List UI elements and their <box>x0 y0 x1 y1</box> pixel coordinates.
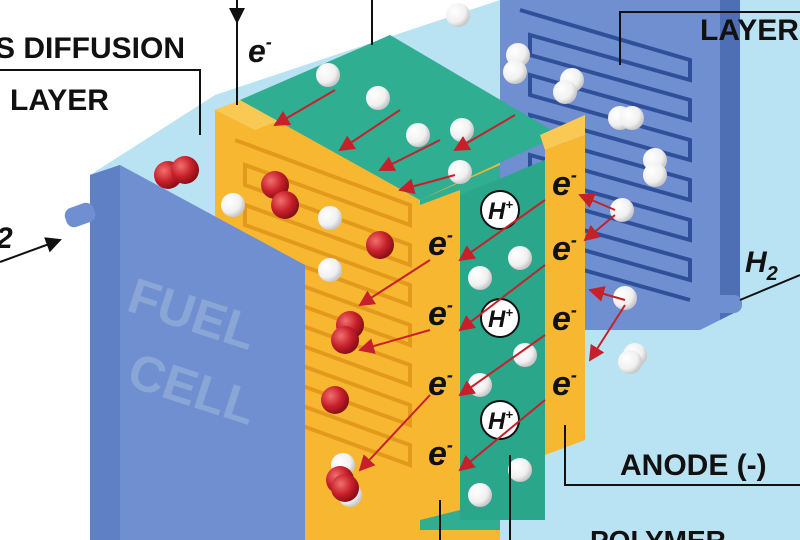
oxygen-inlet: 2 <box>0 222 62 263</box>
electron-label: e- <box>428 435 453 473</box>
top-right-callout: LAYER <box>619 11 800 65</box>
electron-label: e- <box>428 365 453 403</box>
electron-flow-arrows <box>273 89 626 472</box>
hydrogen-molecule-icon <box>468 483 492 507</box>
proton-icon: H+ <box>480 298 520 338</box>
oxygen-molecule-icon <box>321 386 349 414</box>
electron-label: e- <box>428 225 453 263</box>
external-circuit-top: e- <box>229 0 373 105</box>
hydrogen-molecule-icon <box>221 193 245 217</box>
hydrogen-molecule-icon <box>448 160 472 184</box>
electron-label: e- <box>552 365 577 403</box>
electron-labels: e-e-e-e-e-e-e-e- <box>428 165 577 473</box>
flow-arrow <box>458 199 546 262</box>
flow-arrow <box>398 174 456 195</box>
flow-arrow <box>458 264 546 332</box>
proton-icon: H+ <box>480 400 520 440</box>
hydrogen-molecule-icon <box>406 123 430 147</box>
hydrogen-molecule-icon <box>508 458 532 482</box>
flow-arrow <box>588 304 626 362</box>
outlet-pipe-right <box>712 295 742 313</box>
electron-label: e- <box>428 295 453 333</box>
proton-icon: H+ <box>480 190 520 230</box>
hydrogen-molecule-icon <box>450 118 474 142</box>
flow-arrow <box>588 286 626 302</box>
flow-arrow <box>273 89 336 127</box>
gas-diffusion-callout: S DIFFUSION LAYER <box>0 32 201 135</box>
oxygen-molecule-icon <box>171 156 199 184</box>
anode-label: ANODE (-) <box>620 449 767 482</box>
layer-top-right-label: LAYER <box>700 14 799 47</box>
hydrogen-molecule-icon <box>618 350 642 374</box>
flow-arrow <box>358 259 431 307</box>
hydrogen-molecule-icon <box>643 163 667 187</box>
flow-arrow <box>583 214 616 242</box>
hydrogen-label: H2 <box>745 246 778 285</box>
hydrogen-molecule-icon <box>366 86 390 110</box>
polymer-label: POLYMER <box>590 525 726 540</box>
flow-arrow <box>458 399 546 472</box>
svg-text:H+: H+ <box>488 407 513 435</box>
flow-arrow <box>578 193 616 211</box>
svg-text:H+: H+ <box>488 197 513 225</box>
flow-arrow <box>338 109 401 152</box>
oxygen-inlet-subscript: 2 <box>0 222 13 255</box>
fuel-cell-end-plate: FUEL CELL <box>90 165 305 540</box>
inlet-pipe-left <box>64 202 96 228</box>
gas-diffusion-label-line1: S DIFFUSION <box>0 32 185 65</box>
flow-arrow <box>378 139 441 171</box>
polymer-callout: POLYMER <box>439 455 726 540</box>
anode-serpentine-channel <box>519 8 692 302</box>
hydrogen-molecule-icon <box>318 258 342 282</box>
oxygen-molecule-icon <box>331 474 359 502</box>
molecules <box>154 3 667 507</box>
oxygen-molecule-icon <box>331 326 359 354</box>
hydrogen-molecule-icon <box>553 80 577 104</box>
hydrogen-molecule-icon <box>468 373 492 397</box>
flow-arrow <box>358 329 431 354</box>
hydrogen-molecule-icon <box>446 3 470 27</box>
hydrogen-molecule-icon <box>610 198 634 222</box>
outlet-pipe-bottom <box>240 516 280 540</box>
hydrogen-molecule-icon <box>316 63 340 87</box>
hydrogen-molecule-icon <box>513 343 537 367</box>
electron-label: e- <box>552 165 577 203</box>
hydrogen-molecule-icon <box>503 60 527 84</box>
electron-label: e- <box>552 230 577 268</box>
hydrogen-molecule-icon <box>620 106 644 130</box>
oxygen-molecule-icon <box>271 191 299 219</box>
hydrogen-molecule-icon <box>468 266 492 290</box>
hydrogen-molecule-icon <box>508 246 532 270</box>
svg-text:H+: H+ <box>488 305 513 333</box>
anode-callout: ANODE (-) <box>564 425 800 486</box>
hydrogen-inlet: H2 <box>739 246 800 301</box>
electron-top-label: e- <box>248 32 272 69</box>
hydrogen-molecule-icon <box>613 286 637 310</box>
hydrogen-molecule-icon <box>318 206 342 230</box>
oxygen-molecule-icon <box>366 231 394 259</box>
flow-arrow <box>458 334 546 397</box>
flow-arrow <box>358 394 431 472</box>
gas-diffusion-label-line2: LAYER <box>10 84 109 117</box>
flow-arrow <box>453 114 516 152</box>
electron-label: e- <box>552 300 577 338</box>
cathode-current-collector <box>420 115 585 520</box>
